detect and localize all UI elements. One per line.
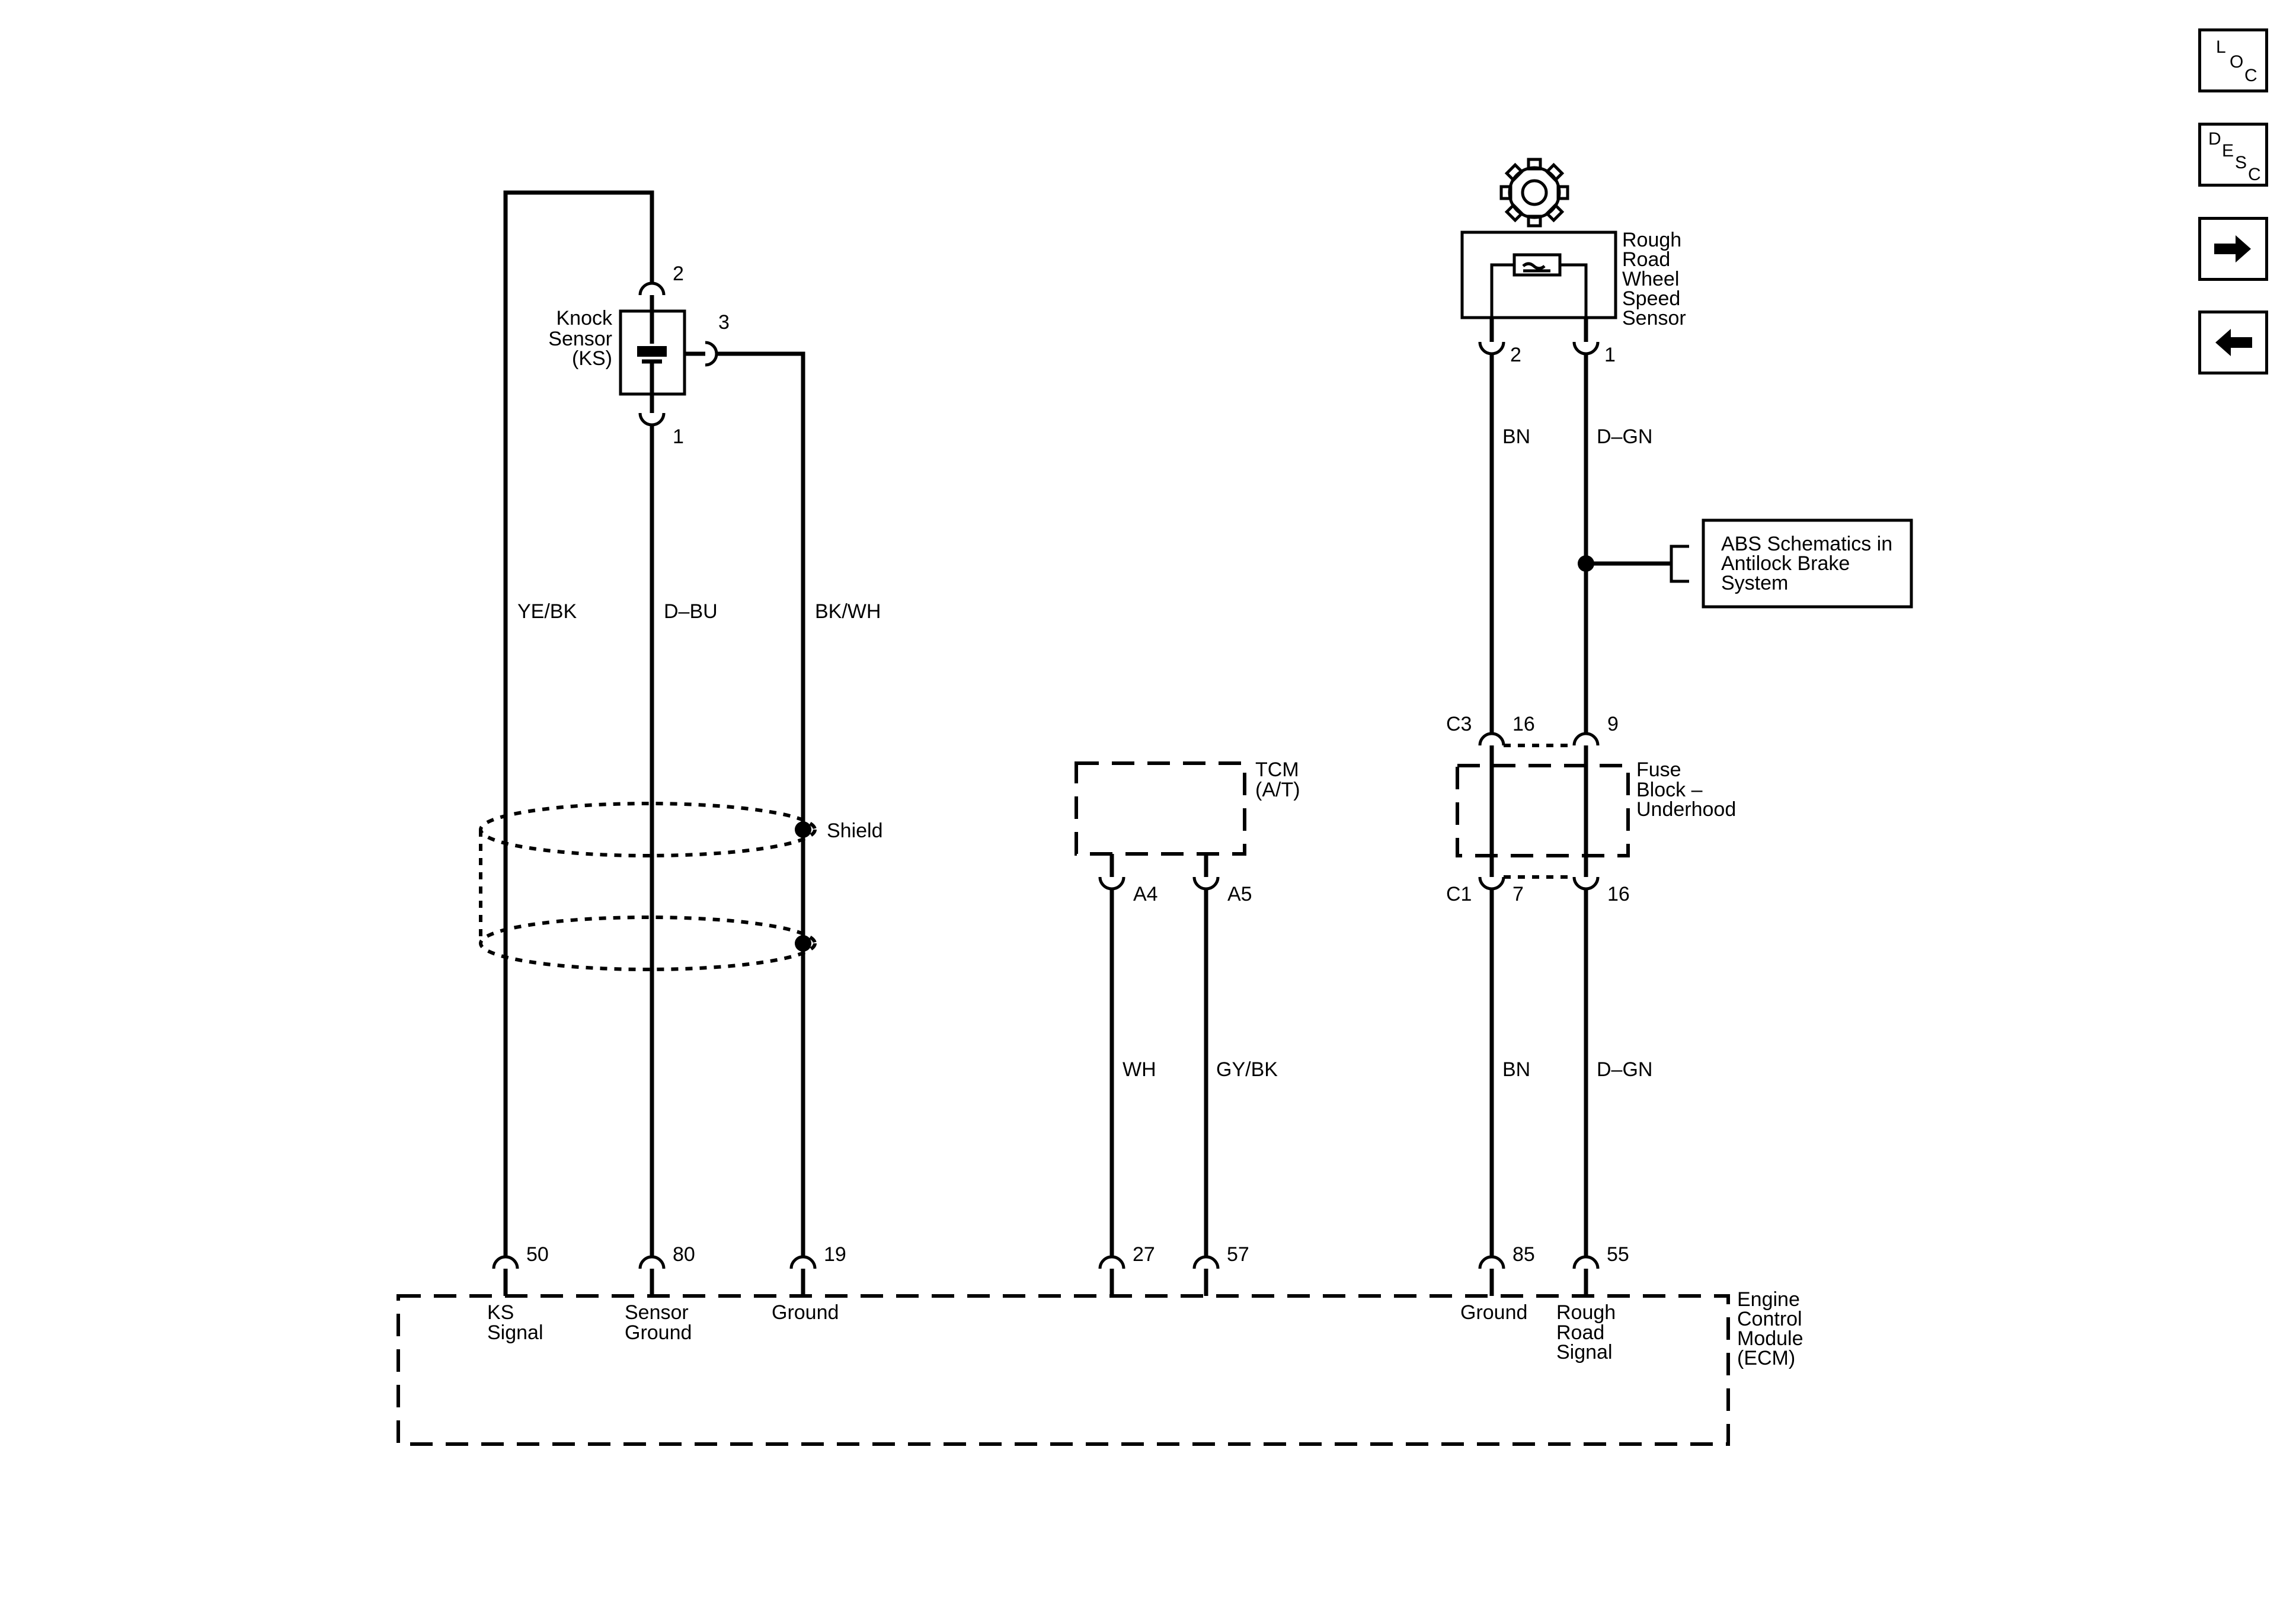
wss-pin-2-label: 2 <box>1510 344 1521 366</box>
ecm-label: Engine Control Module (ECM) <box>1737 1288 1803 1369</box>
wss-pin-1-label: 1 <box>1604 344 1616 366</box>
svg-text:ABS Schematics in: ABS Schematics in <box>1721 533 1892 555</box>
svg-text:Knock: Knock <box>557 307 613 329</box>
svg-text:Module: Module <box>1737 1327 1803 1350</box>
svg-text:Rough: Rough <box>1556 1301 1616 1324</box>
wire-label-wh: WH <box>1123 1058 1156 1081</box>
ecm-pin-19: 19 <box>824 1243 846 1266</box>
arrow-right-icon <box>2214 235 2251 263</box>
wire-label-dgn-lower: D–GN <box>1597 1058 1652 1081</box>
tcm-pin-a4-label: A4 <box>1133 883 1158 905</box>
wheel-speed-sensor-label: Rough Road Wheel Speed Sensor <box>1622 229 1686 329</box>
wire-bk-wh <box>717 351 805 1257</box>
svg-text:Engine: Engine <box>1737 1288 1800 1311</box>
svg-text:Sensor: Sensor <box>1622 307 1686 329</box>
connector-tcm-a5 <box>1192 876 1220 891</box>
svg-text:(A/T): (A/T) <box>1255 779 1300 801</box>
svg-text:Ground: Ground <box>625 1321 692 1344</box>
svg-text:(KS): (KS) <box>572 347 612 370</box>
ecm-pin-55: 55 <box>1607 1243 1629 1266</box>
svg-text:Speed: Speed <box>1622 287 1680 310</box>
wheel-speed-sensor-body <box>1460 231 1617 319</box>
tcm-box <box>1075 761 1246 856</box>
fuse-pin-c3-9-label: 9 <box>1607 713 1619 735</box>
svg-text:Signal: Signal <box>487 1321 543 1344</box>
fuse-block-underhood <box>1456 764 1630 857</box>
next-page-button[interactable] <box>2198 217 2268 281</box>
engine-control-module <box>396 1294 1730 1446</box>
connector-wss-pin-1 <box>1572 341 1600 356</box>
tcm-pin-a5-label: A5 <box>1227 883 1252 905</box>
svg-text:TCM: TCM <box>1255 758 1299 781</box>
ecm-pin-80: 80 <box>673 1243 695 1266</box>
description-button[interactable]: D E S C <box>2198 123 2268 187</box>
svg-text:Antilock Brake: Antilock Brake <box>1721 552 1850 575</box>
wire-label-bn-lower: BN <box>1502 1058 1530 1081</box>
wire-label-gy-bk: GY/BK <box>1216 1058 1278 1081</box>
ecm-pin-57: 57 <box>1227 1243 1249 1266</box>
ecm-pin-connectors <box>492 1255 1600 1296</box>
wire-label-bn-upper: BN <box>1502 425 1530 448</box>
gear-icon <box>1499 158 1569 228</box>
tcm-label: TCM (A/T) <box>1255 758 1300 801</box>
connector-ks-pin-2 <box>638 281 666 296</box>
location-button[interactable]: L O C <box>2198 28 2268 92</box>
svg-text:Road: Road <box>1622 248 1670 271</box>
ks-pin-3-label: 3 <box>718 311 730 334</box>
svg-text:Sensor: Sensor <box>625 1301 689 1324</box>
svg-text:Signal: Signal <box>1556 1341 1613 1363</box>
svg-text:Underhood: Underhood <box>1636 798 1736 821</box>
connector-c1-16 <box>1572 876 1600 891</box>
fuse-pin-c1-7-label: 7 <box>1512 883 1524 905</box>
fuse-conn-c1-label: C1 <box>1446 883 1472 905</box>
svg-text:Block –: Block – <box>1636 779 1703 801</box>
svg-text:Road: Road <box>1556 1321 1604 1344</box>
connector-ks-pin-1 <box>638 412 666 427</box>
shield-label: Shield <box>827 820 883 842</box>
svg-text:KS: KS <box>487 1301 514 1324</box>
ks-pin-1-label: 1 <box>673 425 684 448</box>
svg-text:Rough: Rough <box>1622 229 1681 251</box>
svg-text:Sensor: Sensor <box>548 328 612 350</box>
svg-text:(ECM): (ECM) <box>1737 1347 1795 1369</box>
abs-schematics-box[interactable] <box>1702 518 1913 609</box>
shield <box>479 802 817 971</box>
fuse-conn-c3-label: C3 <box>1446 713 1472 735</box>
knock-sensor-label: Knock Sensor (KS) <box>548 307 613 370</box>
fuse-pin-c1-16-label: 16 <box>1607 883 1630 905</box>
connector-wss-pin-2 <box>1478 341 1505 356</box>
abs-schematics-label: ABS Schematics in Antilock Brake System <box>1721 533 1892 594</box>
wire-label-bk-wh: BK/WH <box>815 600 881 623</box>
ks-pin-2-label: 2 <box>673 263 684 285</box>
wire-label-d-bu: D–BU <box>664 600 718 623</box>
connector-c3-16 <box>1478 732 1505 746</box>
ecm-pin-85: 85 <box>1512 1243 1535 1266</box>
svg-text:System: System <box>1721 572 1788 594</box>
ecm-pin-50: 50 <box>526 1243 549 1266</box>
previous-page-button[interactable] <box>2198 311 2268 375</box>
ecm-sensor-ground-label: Sensor Ground <box>625 1301 692 1344</box>
wire-label-ye-bk: YE/BK <box>517 600 577 623</box>
connector-c3-9 <box>1572 732 1600 746</box>
connector-c1-7 <box>1478 876 1505 891</box>
wire-ye-bk-loop <box>503 190 654 1257</box>
fuse-block-label: Fuse Block – Underhood <box>1636 758 1736 821</box>
ecm-ks-signal-label: KS Signal <box>487 1301 543 1344</box>
connector-tcm-a4 <box>1098 876 1125 891</box>
knock-sensor-element-icon <box>637 346 667 357</box>
arrow-left-icon <box>2215 329 2252 356</box>
svg-text:Fuse: Fuse <box>1636 758 1681 781</box>
abs-reference-bracket <box>1670 545 1689 583</box>
ecm-ground-label-right: Ground <box>1460 1301 1527 1324</box>
svg-text:Wheel: Wheel <box>1622 268 1679 290</box>
connector-ks-pin-3 <box>705 341 718 367</box>
ecm-pin-27: 27 <box>1133 1243 1155 1266</box>
svg-text:Control: Control <box>1737 1308 1802 1330</box>
ecm-rough-road-signal-label: Rough Road Signal <box>1556 1301 1616 1363</box>
sensor-element-icon <box>1512 253 1562 277</box>
wire-label-dgn-upper: D–GN <box>1597 425 1652 448</box>
ecm-ground-label-left: Ground <box>772 1301 839 1324</box>
fuse-pin-c3-16-label: 16 <box>1512 713 1535 735</box>
